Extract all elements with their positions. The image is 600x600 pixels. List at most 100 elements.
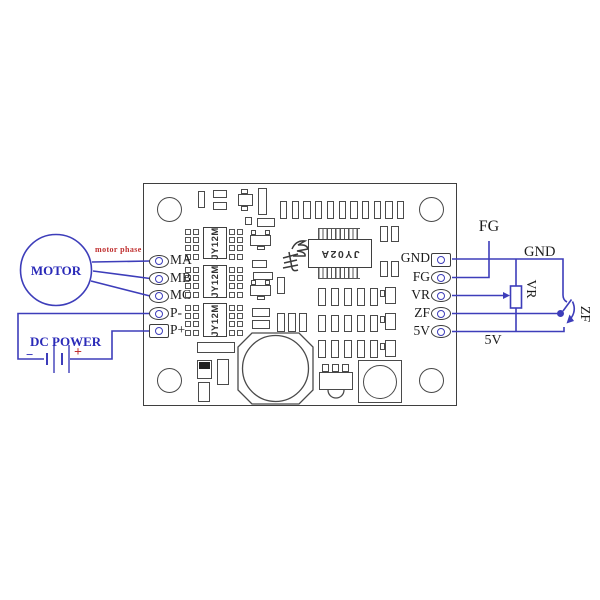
smd-tab <box>380 343 385 350</box>
capacitor-symbol <box>237 332 345 405</box>
battery-minus-sign: − <box>26 347 34 362</box>
ic-pin <box>228 228 235 235</box>
smd-component <box>385 340 396 357</box>
ic-pin <box>185 329 191 336</box>
mounting-hole <box>157 197 182 222</box>
resistor-pad <box>291 201 300 219</box>
pad-hole <box>155 327 163 335</box>
ic-pin <box>236 274 243 281</box>
resistor-pad <box>356 340 365 358</box>
component-rect <box>213 202 227 210</box>
component-rect <box>213 190 227 198</box>
motor-phase-label: motor phase <box>95 245 142 254</box>
ic-pin <box>236 291 243 298</box>
pad-label-fg: FG <box>412 268 430 284</box>
resistor-pad <box>318 340 326 358</box>
resistor-pad <box>369 288 378 306</box>
battery-symbol <box>46 345 70 373</box>
resistor-pad <box>350 201 358 219</box>
fg-external-label: FG <box>478 218 500 235</box>
pad-ma <box>149 254 169 268</box>
ic-label: JY12M <box>209 226 221 260</box>
wire-gnd <box>452 258 568 303</box>
switch-arrowhead <box>566 314 574 324</box>
wire-mc <box>90 280 151 297</box>
wire-p-plus <box>70 330 150 360</box>
resistor-pad <box>373 201 381 219</box>
resistor-pad <box>343 340 352 358</box>
pad-label-5v: 5V <box>413 322 431 338</box>
capacitor-tab <box>241 189 248 194</box>
transistor-bump <box>327 389 345 399</box>
pad-label-vr: VR <box>411 286 430 302</box>
component-rect <box>288 313 296 332</box>
ic-pin <box>228 329 235 336</box>
component-rect <box>380 261 388 277</box>
ic-pin <box>236 283 243 290</box>
pad-p-minus <box>149 307 169 320</box>
ic-pin <box>185 228 191 235</box>
smd-tab <box>380 290 385 297</box>
pad-hole <box>155 309 163 318</box>
smd-component <box>385 287 396 304</box>
smd-component <box>385 313 396 330</box>
ic-pin <box>228 291 235 298</box>
ic-pin <box>228 312 235 319</box>
capacitor-footprint <box>238 194 253 206</box>
ic-pin <box>193 245 199 252</box>
wire-mb <box>92 270 151 280</box>
pad-label-gnd: GND <box>400 250 430 265</box>
ic-pin <box>193 312 199 319</box>
ic-pin <box>193 253 199 260</box>
component-rect <box>391 226 399 242</box>
ic-pin <box>185 304 191 311</box>
pad-label-p-minus: P- <box>170 304 183 320</box>
resistor-pad <box>303 201 311 219</box>
resistor-pad <box>356 288 365 306</box>
pad-hole <box>437 327 445 336</box>
component-rect <box>198 191 205 208</box>
ic-pin <box>185 312 191 319</box>
ic-label: JY12M <box>209 265 221 298</box>
ic-jy12m-1: JY12M <box>203 227 227 259</box>
mounting-hole <box>419 368 444 393</box>
pad-label-ma: MA <box>170 252 192 267</box>
capacitor-footprint <box>250 235 271 246</box>
pad-label-p-plus: P+ <box>170 322 186 337</box>
ic-pin <box>193 266 199 273</box>
component-rect <box>299 313 307 332</box>
wiper-arrowhead <box>503 292 510 299</box>
component-rect <box>197 342 235 353</box>
component-rect <box>245 217 252 225</box>
wire-p-minus <box>17 312 150 360</box>
pad-zf <box>431 307 451 320</box>
ic-pin <box>185 236 191 243</box>
transistor-leg <box>322 364 329 372</box>
ic-label: JY02A <box>320 247 360 260</box>
vr-external-label: VR <box>524 279 539 299</box>
motor-symbol <box>19 233 93 307</box>
battery-plus-sign: + <box>74 345 82 360</box>
pad-hole <box>437 309 445 318</box>
resistor-pad <box>369 340 378 358</box>
ic-pin <box>228 236 235 243</box>
resistor-pad <box>330 288 339 306</box>
resistor-pad <box>318 314 326 332</box>
diode-band <box>199 362 210 369</box>
component-rect <box>253 272 273 280</box>
ic-pin <box>236 253 243 260</box>
pad-label-mb: MB <box>170 269 192 285</box>
ic-pin <box>236 228 243 235</box>
ic-pin <box>228 321 235 328</box>
component-rect <box>217 359 229 385</box>
component-rect <box>198 382 210 402</box>
ic-pin <box>236 321 243 328</box>
ic-pin <box>228 245 235 252</box>
component-rect <box>380 226 388 242</box>
component-rect <box>258 188 267 215</box>
switch-symbol <box>556 299 576 321</box>
pad-vr <box>431 289 451 302</box>
component-rect <box>257 218 275 227</box>
pad-hole <box>437 255 445 264</box>
